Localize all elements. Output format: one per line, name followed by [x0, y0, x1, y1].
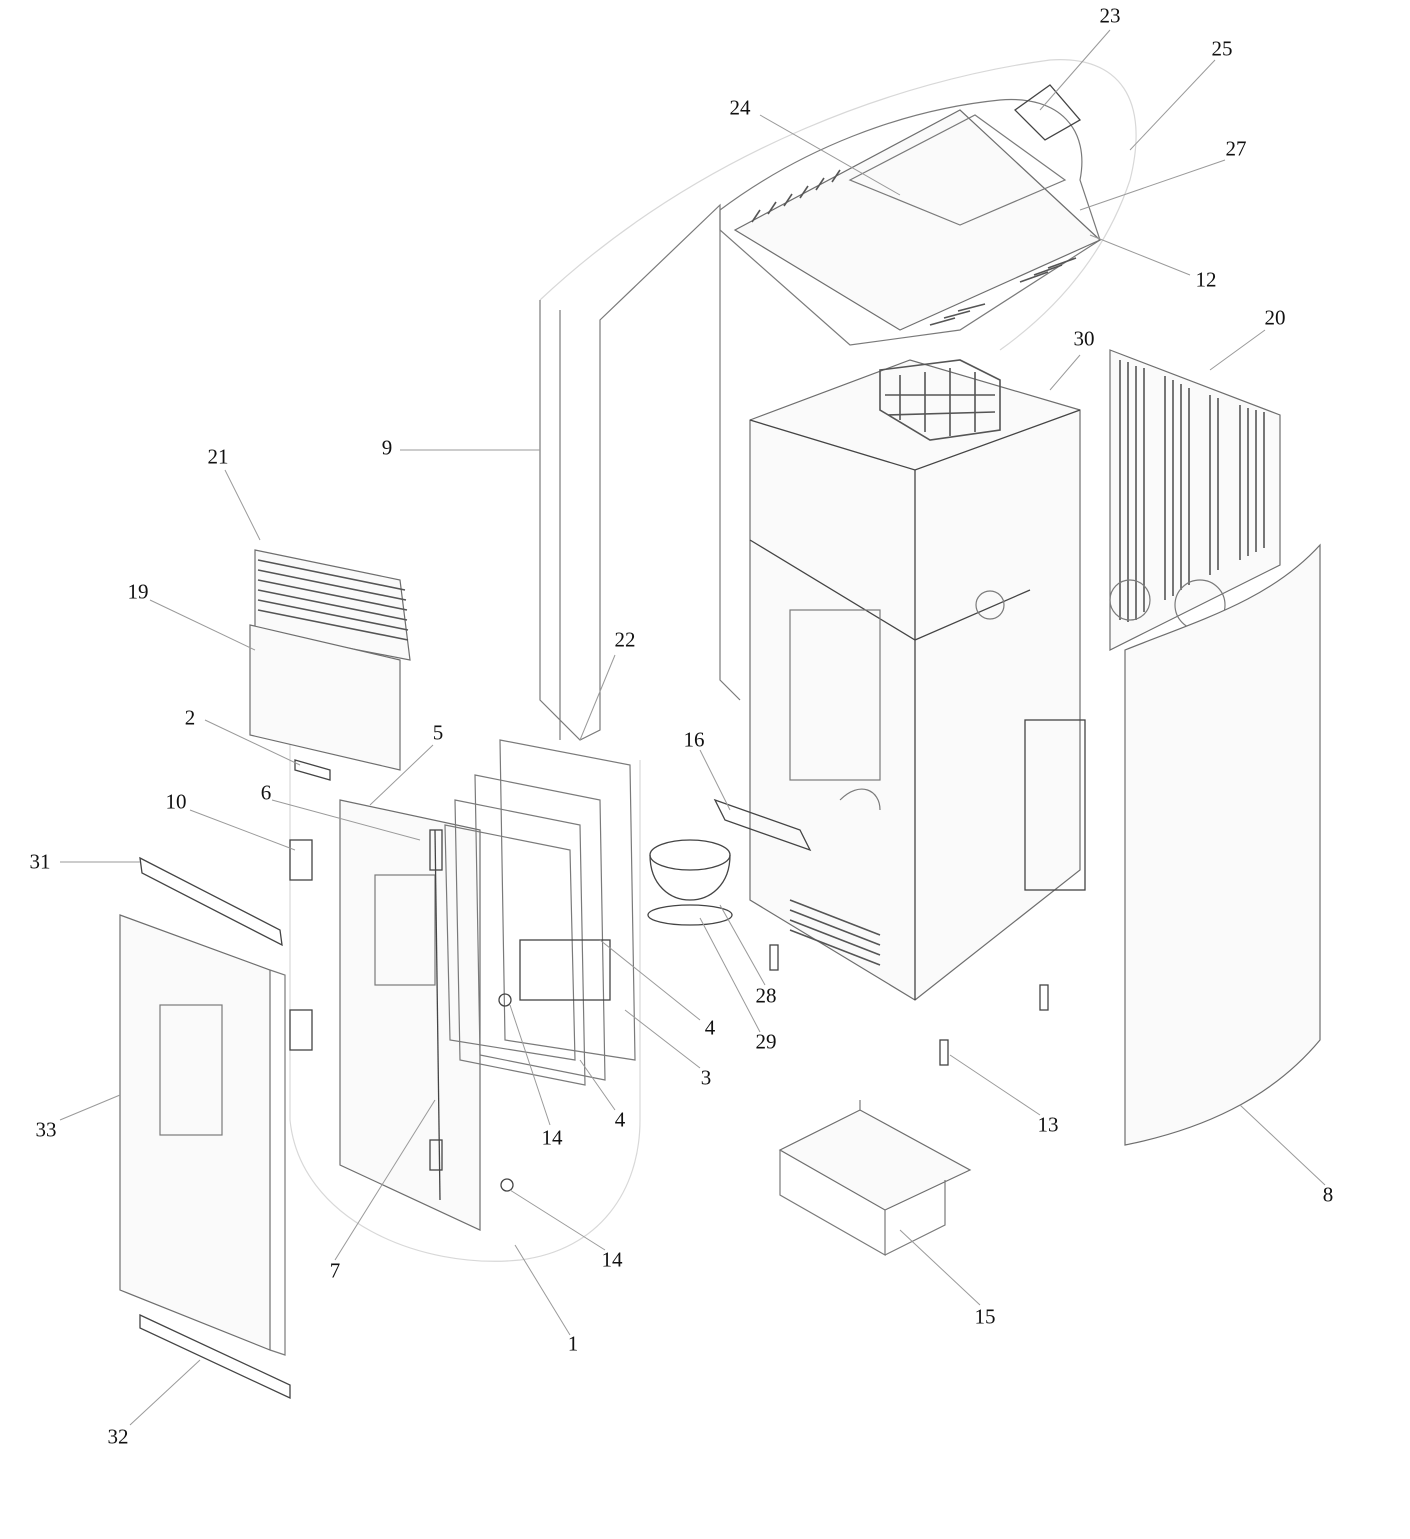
callout-5: 5 — [432, 720, 444, 745]
callout-1: 1 — [567, 1331, 579, 1356]
callout-24: 24 — [729, 95, 751, 120]
callout-21: 21 — [207, 444, 229, 469]
part-feet — [769, 944, 1049, 1066]
part-hinge-top — [289, 839, 313, 881]
part-door-frame — [339, 799, 481, 1231]
callout-6: 6 — [260, 780, 272, 805]
callout-7: 7 — [329, 1258, 341, 1283]
part-top-cover — [719, 98, 1101, 346]
callout-4-upper: 4 — [704, 1015, 716, 1040]
callout-16: 16 — [683, 727, 705, 752]
callout-8: 8 — [1322, 1182, 1334, 1207]
callout-14-lower: 14 — [601, 1247, 623, 1272]
callout-28: 28 — [755, 983, 777, 1008]
callout-12: 12 — [1195, 267, 1217, 292]
callout-14-upper: 14 — [541, 1125, 563, 1150]
callout-20: 20 — [1264, 305, 1286, 330]
part-main-body — [749, 359, 1086, 1001]
part-door-top-trim — [139, 856, 283, 947]
part-back-panel — [1109, 349, 1281, 651]
part-door-bottom-trim — [139, 1313, 291, 1400]
part-top-front-panel — [249, 624, 401, 771]
callout-27: 27 — [1225, 136, 1247, 161]
callout-33: 33 — [35, 1117, 57, 1142]
part-burn-pot — [647, 839, 733, 926]
callout-4-lower: 4 — [614, 1107, 626, 1132]
callout-13: 13 — [1037, 1112, 1059, 1137]
part-left-side-panel — [539, 203, 741, 741]
callout-22: 22 — [614, 627, 636, 652]
part-inner-plate — [848, 114, 1067, 226]
callout-30: 30 — [1073, 326, 1095, 351]
part-latch-lower — [500, 1178, 514, 1192]
part-hinge-bottom — [289, 1009, 313, 1051]
part-latch-upper — [498, 993, 512, 1007]
callout-25: 25 — [1211, 36, 1233, 61]
part-bracket — [713, 798, 812, 852]
callout-10: 10 — [165, 789, 187, 814]
callout-2: 2 — [184, 705, 196, 730]
part-top-grille — [254, 549, 411, 661]
callout-23: 23 — [1099, 3, 1121, 28]
callout-29: 29 — [755, 1029, 777, 1054]
part-front-door — [119, 914, 286, 1356]
part-ash-drawer — [778, 1100, 972, 1257]
part-right-side-panel — [1124, 543, 1321, 1146]
callout-31: 31 — [29, 849, 51, 874]
part-top-plate — [733, 109, 1102, 331]
part-lid-handle — [1013, 84, 1082, 141]
callout-19: 19 — [127, 579, 149, 604]
part-glass-panels — [444, 739, 636, 1086]
callout-32: 32 — [107, 1424, 129, 1449]
ghost-outline-top — [539, 59, 1137, 351]
callout-3: 3 — [700, 1065, 712, 1090]
callout-9: 9 — [381, 435, 393, 460]
part-small-bracket — [294, 759, 331, 781]
leader-lines — [59, 29, 1326, 1426]
callout-15: 15 — [974, 1304, 996, 1329]
ghost-outline-bottom — [289, 700, 641, 1262]
